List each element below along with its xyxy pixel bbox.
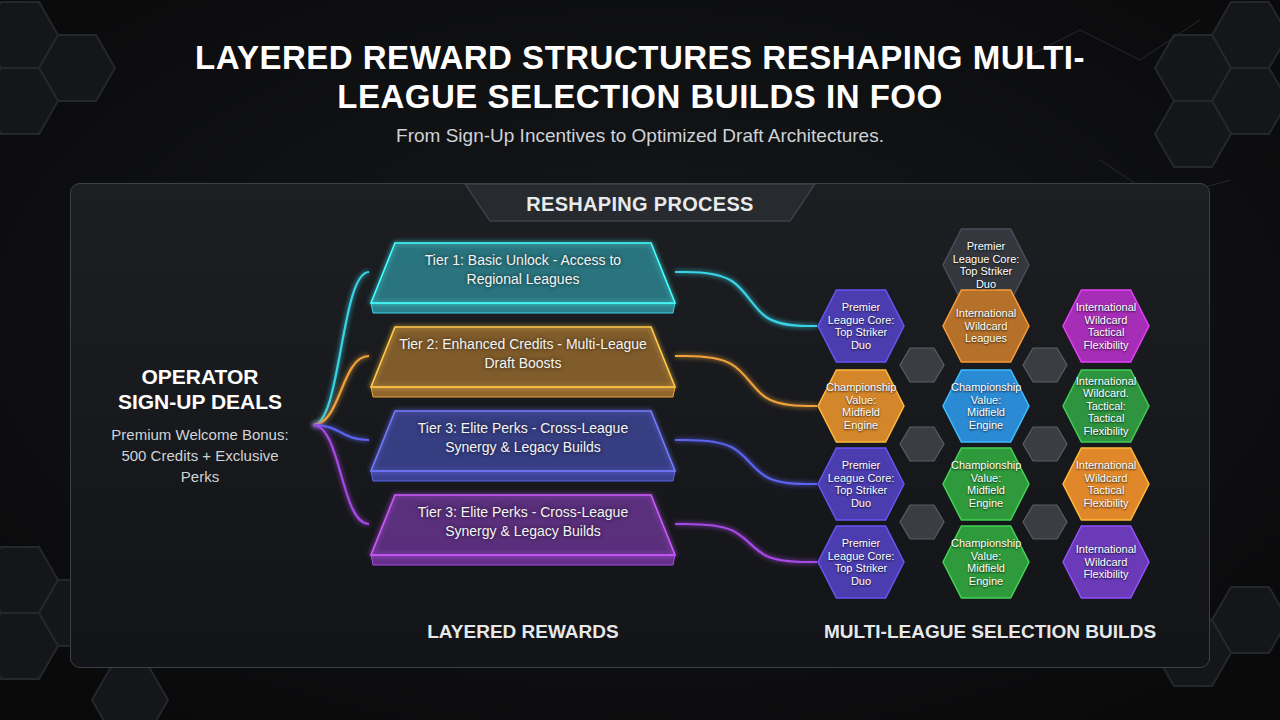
plate-face [371, 243, 675, 303]
reward-tier: Tier 3: Elite Perks - Cross-League Syner… [367, 405, 679, 491]
gap-hexagon [900, 505, 944, 539]
node-heading: Premier League Core: Top Striker Duo [826, 537, 896, 587]
subtitle: From Sign-Up Incentives to Optimized Dra… [240, 125, 1040, 147]
node-heading: Championship Value: Midfield Engine [826, 381, 896, 431]
flow-connector [675, 356, 817, 406]
hexagon-outline [818, 290, 904, 362]
section-label: LAYERED REWARDS [383, 621, 663, 643]
flow-connector [313, 356, 369, 425]
reward-tier: Tier 3: Elite Perks - Cross-League Syner… [367, 489, 679, 575]
gap-hexagon [900, 348, 944, 382]
node-heading: International Wildcard Tactical Flexibil… [1071, 459, 1141, 509]
build-hexagon: Championship Value: Midfield Engine [942, 525, 1030, 599]
process-panel: RESHAPING PROCESS OPERATOR SIGN-UP DEALS P… [70, 183, 1210, 668]
node-heading: International Wildcard Flexibility [1071, 543, 1141, 581]
hexagon-outline [943, 370, 1029, 442]
flow-connector [675, 272, 817, 326]
build-hexagon: Premier League Core: Top Striker Duo [817, 289, 905, 363]
plate-edge [371, 303, 675, 313]
panel-fill [70, 183, 1210, 668]
gap-hexagon [1023, 348, 1067, 382]
plate-face [371, 411, 675, 471]
plate-edge [371, 555, 675, 565]
node-heading: Tier 3: Elite Perks - Cross-League Syner… [398, 503, 648, 541]
flow-connector [313, 425, 369, 440]
reward-tier: Tier 1: Basic Unlock - Access to Regiona… [367, 237, 679, 323]
node-heading: Tier 3: Elite Perks - Cross-League Syner… [398, 419, 648, 457]
gap-hexagon [900, 427, 944, 461]
plate-edge [371, 387, 675, 397]
sign-up-deals: OPERATOR SIGN-UP DEALS Premium Welcome Bo… [87, 363, 313, 487]
node-heading: International Wildcard. Tactical: Tactic… [1071, 375, 1141, 438]
hexagon-outline [1063, 370, 1149, 442]
flow-connector [675, 524, 817, 562]
flow-connector [313, 272, 369, 425]
build-hexagon: Championship Value: Midfield Engine [942, 447, 1030, 521]
node-body: Premium Welcome Bonus: 500 Credits + Exc… [105, 424, 295, 487]
plate-face [371, 327, 675, 387]
build-hexagon: Championship Value: Midfield Engine [942, 369, 1030, 443]
node-heading: Tier 1: Basic Unlock - Access to Regiona… [398, 251, 648, 289]
node-heading: Premier League Core: Top Striker Duo [826, 301, 896, 351]
node-heading: Championship Value: Midfield Engine [951, 537, 1021, 587]
node-heading: International Wildcard Leagues [951, 307, 1021, 345]
bg-hexagon [0, 613, 58, 679]
build-hexagon: International Wildcard Leagues [942, 289, 1030, 363]
hexagon-outline [1063, 290, 1149, 362]
node-heading: OPERATOR SIGN-UP DEALS [110, 364, 290, 414]
build-hexagon: International Wildcard. Tactical: Tactic… [1062, 369, 1150, 443]
bg-hexagon [0, 68, 58, 134]
node-heading: Tier 2: Enhanced Credits - Multi-League … [398, 335, 648, 373]
node-heading: RESHAPING PROCESS [71, 192, 1209, 216]
build-hexagon: Premier League Core: Top Striker Duo [817, 447, 905, 521]
plate-face [371, 495, 675, 555]
section-label: MULTI-LEAGUE SELECTION BUILDS [810, 621, 1170, 643]
bg-hexagon [92, 667, 168, 720]
build-hexagon: International Wildcard Tactical Flexibil… [1062, 447, 1150, 521]
bg-hexagon [1155, 101, 1231, 167]
build-hexagon: Championship Value: Midfield Engine [817, 369, 905, 443]
plate-edge [371, 471, 675, 481]
flow-connector [675, 440, 817, 484]
diagram-title: LAYERED REWARD STRUCTURES RESHAPING MULT… [190, 38, 1090, 116]
gap-hexagon [1023, 427, 1067, 461]
flow-connector [313, 425, 369, 524]
build-hexagon: International Wildcard Tactical Flexibil… [1062, 289, 1150, 363]
reward-tier: Tier 2: Enhanced Credits - Multi-League … [367, 321, 679, 407]
hexagon-outline [818, 448, 904, 520]
hexagon-outline [943, 290, 1029, 362]
gap-hexagon [1023, 505, 1067, 539]
hexagon-outline [943, 448, 1029, 520]
node-heading: International Wildcard Tactical Flexibil… [1071, 301, 1141, 351]
node-heading: Championship Value: Midfield Engine [951, 381, 1021, 431]
hexagon-outline [1063, 448, 1149, 520]
build-hexagon: Premier League Core: Top Striker Duo [817, 525, 905, 599]
hexagon-outline [943, 526, 1029, 598]
node-heading: Premier League Core: Top Striker Duo [951, 240, 1021, 290]
hexagon-outline [818, 526, 904, 598]
hexagon-outline [818, 370, 904, 442]
node-heading: Championship Value: Midfield Engine [951, 459, 1021, 509]
hexagon-outline [1063, 526, 1149, 598]
node-heading: Premier League Core: Top Striker Duo [826, 459, 896, 509]
gap-hexagons [900, 348, 1067, 539]
build-hexagon: International Wildcard Flexibility [1062, 525, 1150, 599]
